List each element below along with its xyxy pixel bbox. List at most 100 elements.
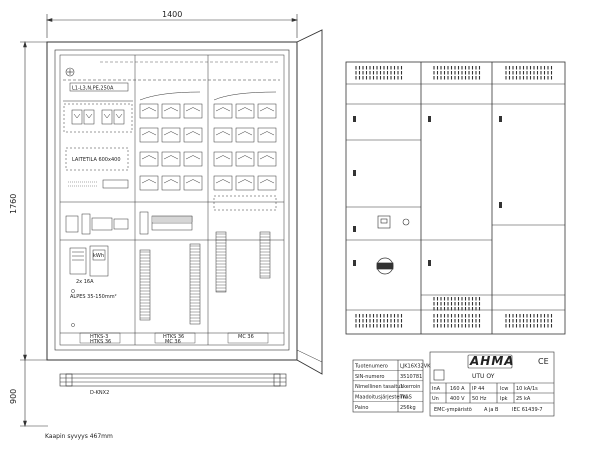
bus-label: L1-L3,N,PE,250A: [72, 86, 114, 92]
breaker-module: [183, 175, 203, 191]
spec-value: 1: [400, 384, 403, 390]
switch-label: 2x 16A: [76, 279, 94, 285]
spec-label: Paino: [355, 405, 368, 411]
plate-cell: 400 V: [450, 396, 465, 402]
vent-grilles: [355, 66, 553, 328]
breaker-symbol: [163, 155, 179, 160]
breaker-module: [235, 151, 255, 167]
spec-value: LJK16X32VK: [400, 363, 431, 369]
breaker-module: [183, 127, 203, 143]
cabinet-front: [46, 29, 323, 375]
breaker-symbol: [185, 155, 201, 160]
section-labels: HTKS-3 HTKS 36 HTKS 36 MC 36 MC 36: [60, 332, 284, 345]
section-3-top: MC 36: [238, 334, 254, 340]
section-1-bottom: HTKS 36: [90, 339, 111, 345]
plate-cell: 160 A: [450, 386, 465, 392]
spec-value: 3510781: [400, 374, 422, 380]
plinth: [59, 373, 287, 387]
breaker-symbol: [215, 107, 231, 112]
breaker-module: [161, 127, 181, 143]
breaker-symbol: [259, 179, 275, 184]
footer-emc: EMC-ympäristö: [434, 407, 472, 413]
spec-value: 256kg: [400, 405, 416, 411]
lock-icon: [353, 116, 356, 122]
breaker-symbol: [163, 179, 179, 184]
breaker-module: [139, 175, 159, 191]
terminal-strip: [65, 211, 193, 235]
breaker-module: [161, 151, 181, 167]
module-grid-right: [213, 91, 277, 191]
breaker-module: [213, 127, 233, 143]
lock-icon: [428, 116, 431, 122]
breaker-symbol: [215, 155, 231, 160]
breaker-module: [213, 103, 233, 119]
breaker-module: [257, 151, 277, 167]
breaker-symbol: [141, 179, 157, 184]
breaker-module: [213, 151, 233, 167]
plate-cell: 50 Hz: [472, 396, 487, 402]
breaker-symbol: [237, 155, 253, 160]
breaker-symbol: [141, 107, 157, 112]
rail: [189, 243, 201, 325]
dimension-width: [45, 14, 299, 38]
plate-cell: IP 44: [472, 386, 484, 392]
plate-cell: InA: [432, 386, 441, 392]
footer-iec: IEC 61439-7: [512, 407, 543, 413]
feeder-line: [213, 91, 277, 101]
section-2-top: HTKS 36: [163, 334, 184, 340]
breaker-module: [257, 127, 277, 143]
meter-block: [69, 245, 109, 277]
breaker-symbol: [163, 131, 179, 136]
breaker-module: [213, 175, 233, 191]
meter-window: [377, 215, 410, 229]
door-locks: [353, 116, 502, 266]
plate-cell: 25 kA: [516, 396, 531, 402]
breaker-module: [139, 127, 159, 143]
spec-label: Nimellinen tasaituskerroin: [355, 384, 420, 390]
spec-table: [352, 359, 424, 413]
breaker-module: [139, 103, 159, 119]
breaker-symbol: [259, 107, 275, 112]
dimension-width-label: 1400: [162, 10, 182, 19]
spec-label: Maadoitusjärjestelmä: [355, 395, 409, 401]
breaker-symbol: [215, 179, 231, 184]
breaker-symbol: [259, 131, 275, 136]
dimension-height-label: 1760: [9, 194, 18, 214]
plate-cell: Un: [432, 396, 439, 402]
breaker-module: [161, 103, 181, 119]
lock-icon: [499, 202, 502, 208]
main-switch-icon: [376, 257, 394, 275]
breaker-module: [257, 103, 277, 119]
breaker-module: [183, 151, 203, 167]
breaker-symbol: [237, 179, 253, 184]
plate-cell: 10 kA/1s: [516, 386, 538, 392]
cabinet-closed: [345, 61, 566, 335]
alpes-label: ALPES 35-150mm²: [70, 294, 117, 300]
lock-icon: [499, 116, 502, 122]
breaker-symbol: [215, 131, 231, 136]
breaker-module: [139, 151, 159, 167]
plinth-label: D-KNX2: [90, 390, 109, 396]
spec-label: Tuotenumero: [354, 363, 388, 369]
breaker-symbol: [259, 155, 275, 160]
meter-label: kWh: [93, 253, 104, 259]
vertical-rails: [139, 231, 271, 325]
section-1-top: HTKS-3: [90, 334, 108, 340]
breaker-symbol: [185, 179, 201, 184]
breaker-symbol: [237, 131, 253, 136]
depth-note: Kaapin syvyys 467mm: [45, 433, 113, 440]
lock-icon: [428, 260, 431, 266]
spec-value: TN-S: [399, 395, 412, 401]
feeder-line: [139, 91, 201, 101]
panel-label: LAITETILA 600x400: [72, 157, 121, 163]
dimension-plinth-label: 900: [9, 389, 18, 404]
breaker-module: [235, 103, 255, 119]
plate-cell: Icw: [500, 386, 508, 392]
footer-ab: A ja B: [484, 407, 499, 413]
breaker-symbol: [163, 107, 179, 112]
left-breaker-row: [63, 103, 133, 133]
lock-icon: [353, 260, 356, 266]
breaker-module: [235, 175, 255, 191]
rail: [215, 231, 227, 293]
breaker-symbol: [185, 107, 201, 112]
